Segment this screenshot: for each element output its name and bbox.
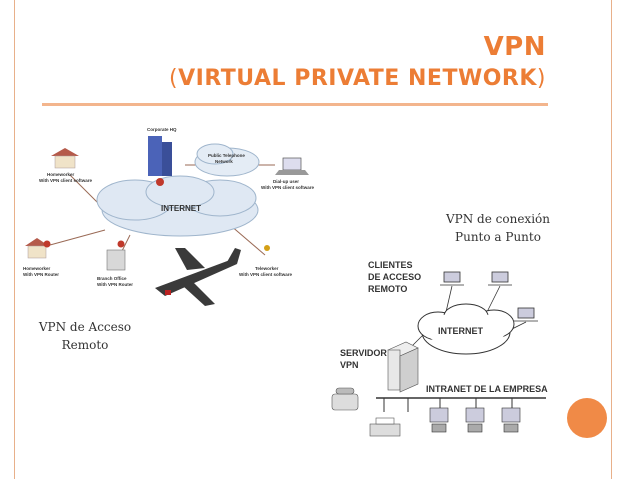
home-router-label-1: Homeworker	[23, 266, 51, 271]
corporate-label: Corporate HQ	[147, 127, 177, 132]
point-to-point-caption: VPN de conexión Punto a Punto	[432, 210, 564, 246]
desktop-computer-icon	[429, 407, 521, 433]
branch-label-2: With VPN Router	[97, 282, 133, 287]
laptop-icon	[275, 157, 309, 175]
open-paren: (	[169, 66, 179, 91]
clients-label-1: CLIENTES	[368, 260, 413, 270]
teleworker-icon	[264, 245, 270, 251]
corporate-building-icon	[148, 136, 172, 186]
server-icon	[387, 341, 419, 393]
slide-title: VPN	[483, 32, 546, 62]
homeworker-label-2: With VPN client software	[39, 178, 92, 183]
server-label-1: SERVIDOR	[340, 348, 387, 358]
phone-network-label-2: Network	[215, 159, 233, 164]
remote-access-caption: VPN de Acceso Remoto	[26, 318, 144, 354]
teleworker-label-1: Teleworker	[255, 266, 279, 271]
client-laptop-icon	[440, 271, 538, 322]
airplane-icon	[155, 248, 241, 306]
remote-access-diagram: INTERNET Public Telephone Network Corpor…	[23, 127, 314, 306]
house-icon	[51, 148, 79, 169]
dialup-label-2: With VPN client software	[261, 185, 314, 190]
internet-label: INTERNET	[161, 204, 201, 213]
dialup-label-1: Dial-up user	[273, 179, 299, 184]
p2p-caption-line-2: Punto a Punto	[455, 230, 541, 244]
teleworker-label-2: With VPN client software	[239, 272, 292, 277]
phone-network-cloud	[194, 143, 260, 177]
slide-subtitle: (VIRTUAL PRIVATE NETWORK)	[169, 66, 546, 91]
vpn-server-diagram: CLIENTES DE ACCESO REMOTO INTERNET SERVI…	[331, 260, 548, 437]
subtitle-text: VIRTUAL PRIVATE NETWORK	[178, 66, 537, 91]
phone-icon	[331, 387, 359, 411]
printer-icon	[369, 417, 401, 437]
home-router-icon	[25, 238, 51, 259]
clients-label-2: DE ACCESO	[368, 272, 421, 282]
title-divider	[42, 103, 548, 106]
remote-caption-line-2: Remoto	[61, 338, 109, 352]
internet-cloud	[96, 175, 259, 237]
remote-caption-line-1: VPN de Acceso	[38, 320, 132, 334]
close-paren: )	[536, 66, 546, 91]
decorative-circle	[567, 398, 607, 438]
intranet-label: INTRANET DE LA EMPRESA	[426, 384, 548, 394]
homeworker-label-1: Homeworker	[47, 172, 75, 177]
branch-label-1: Branch Office	[97, 276, 127, 281]
home-router-label-2: With VPN Router	[23, 272, 59, 277]
server-label-2: VPN	[340, 360, 359, 370]
branch-office-icon	[106, 240, 126, 271]
phone-network-label-1: Public Telephone	[208, 153, 245, 158]
p2p-caption-line-1: VPN de conexión	[446, 212, 550, 226]
clients-label-3: REMOTO	[368, 284, 407, 294]
slide-frame	[14, 0, 612, 479]
internet-label: INTERNET	[438, 326, 484, 336]
